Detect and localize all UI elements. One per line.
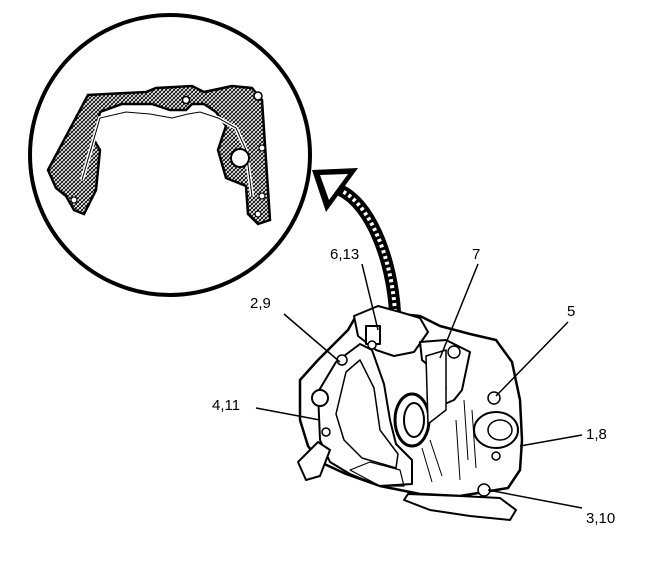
callout-6-13: 6,13 [330, 246, 360, 263]
callout-7: 7 [472, 246, 481, 263]
leader-lines [255, 263, 583, 509]
leader-5 [495, 321, 569, 397]
leader-6-13 [361, 263, 379, 331]
callout-3-10: 3,10 [586, 510, 616, 527]
leader-7 [439, 263, 479, 359]
leader-3-10 [487, 489, 583, 509]
callout-5: 5 [567, 303, 576, 320]
curved-arrow [312, 168, 401, 313]
callout-2-9: 2,9 [250, 295, 271, 312]
callout-4-11: 4,11 [212, 397, 241, 414]
callout-1-8: 1,8 [586, 426, 607, 443]
leader-2-9 [283, 313, 341, 363]
gasket-seal-detail [46, 84, 272, 226]
oil-pump-housing [297, 305, 524, 521]
leader-4-11 [255, 407, 321, 421]
detail-magnifier [28, 13, 312, 297]
leader-1-8 [519, 434, 583, 447]
